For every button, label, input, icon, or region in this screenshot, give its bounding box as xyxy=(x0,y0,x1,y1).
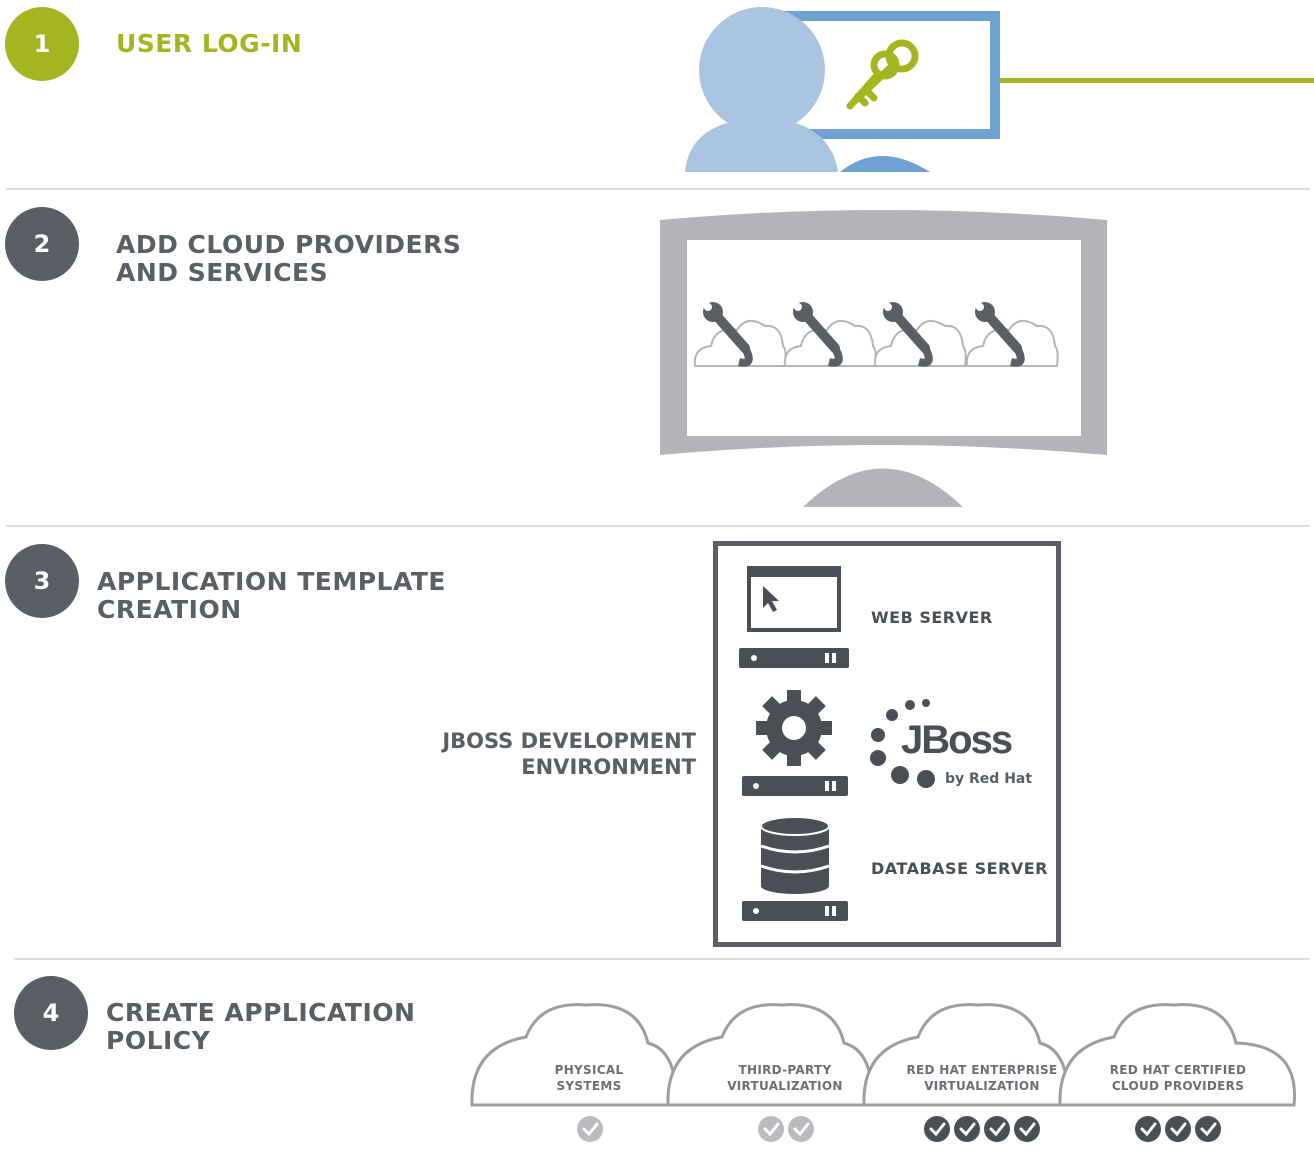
step-3-number: 3 xyxy=(5,544,79,618)
step-2-title-line2: AND SERVICES xyxy=(116,258,329,287)
cloud-label-rh-certified-line2: CLOUD PROVIDERS xyxy=(1111,1079,1245,1093)
jboss-logo-tagline: by Red Hat xyxy=(945,771,1033,787)
services-monitor-stand xyxy=(803,468,963,507)
cloud-physical-systems xyxy=(470,1003,678,1107)
cloud-label-physical-line2: SYSTEMS xyxy=(556,1079,622,1093)
cloud-label-third-party: THIRD-PARTY VIRTUALIZATION xyxy=(710,1062,860,1094)
gear-icon xyxy=(756,690,832,766)
web-server-label: WEB SERVER xyxy=(871,608,993,627)
cloud-label-physical-line1: PHYSICAL xyxy=(554,1063,624,1077)
server-rack-icon xyxy=(742,776,848,796)
step-3-title: APPLICATION TEMPLATE CREATION xyxy=(97,568,446,624)
jboss-environment-label: JBOSS DEVELOPMENT ENVIRONMENT xyxy=(430,728,696,780)
jboss-dots-icon xyxy=(870,699,935,788)
cloud-label-rh-enterprise: RED HAT ENTERPRISE VIRTUALIZATION xyxy=(897,1062,1067,1094)
check-circle-icon xyxy=(758,1116,784,1142)
user-head xyxy=(699,7,825,133)
check-circle-icon xyxy=(1165,1116,1191,1142)
wrench-cloud-icon xyxy=(783,302,877,367)
database-icon xyxy=(760,816,830,894)
jboss-environment-line1: JBOSS DEVELOPMENT xyxy=(442,729,696,753)
server-rack-icon xyxy=(739,648,849,668)
cloud-label-third-party-line2: VIRTUALIZATION xyxy=(727,1079,843,1093)
step-3-title-line2: CREATION xyxy=(97,595,242,624)
jboss-environment-line2: ENVIRONMENT xyxy=(521,755,696,779)
key-icon xyxy=(846,39,919,110)
wrench-cloud-icon xyxy=(965,302,1059,367)
step-4-title-line1: CREATE APPLICATION xyxy=(106,998,416,1027)
support-check-marks xyxy=(577,1116,1221,1142)
database-server-label: DATABASE SERVER xyxy=(871,859,1048,878)
cloud-label-third-party-line1: THIRD-PARTY xyxy=(738,1063,832,1077)
user-body xyxy=(685,118,838,172)
check-circle-icon xyxy=(577,1116,603,1142)
login-monitor-stand xyxy=(840,156,930,172)
cloud-label-physical: PHYSICAL SYSTEMS xyxy=(519,1062,659,1094)
wrench-cloud-icon xyxy=(873,302,967,367)
cloud-label-rh-certified-line1: RED HAT CERTIFIED xyxy=(1109,1063,1247,1077)
step-1-number: 1 xyxy=(5,7,79,81)
cloud-services-monitor xyxy=(660,210,1107,507)
check-circle-icon xyxy=(954,1116,980,1142)
browser-window-icon xyxy=(747,566,841,632)
step-1-title: USER LOG-IN xyxy=(116,30,302,58)
step-2-title: ADD CLOUD PROVIDERS AND SERVICES xyxy=(116,231,461,287)
policy-clouds xyxy=(470,1003,1297,1107)
login-connector-line xyxy=(1000,78,1314,83)
service-clouds xyxy=(693,302,1059,367)
cloud-label-rh-certified: RED HAT CERTIFIED CLOUD PROVIDERS xyxy=(1098,1062,1258,1094)
divider-1 xyxy=(6,188,1310,190)
wrench-cloud-icon xyxy=(693,302,787,367)
server-rack-icon xyxy=(742,901,848,921)
divider-2 xyxy=(6,525,1310,527)
step-4-number: 4 xyxy=(14,976,88,1050)
cloud-label-rh-enterprise-line2: VIRTUALIZATION xyxy=(924,1079,1040,1093)
template-server-icons xyxy=(739,566,849,921)
cloud-third-party-virtualization xyxy=(666,1003,874,1107)
check-circle-icon xyxy=(1014,1116,1040,1142)
step-1-title-line1: USER LOG-IN xyxy=(116,29,303,58)
check-circle-icon xyxy=(788,1116,814,1142)
step-4-title: CREATE APPLICATION POLICY xyxy=(106,999,415,1055)
divider-3 xyxy=(14,958,1310,960)
user-login-illustration xyxy=(685,7,1314,172)
jboss-logo-text: JBoss xyxy=(901,718,1013,762)
step-3-title-line1: APPLICATION TEMPLATE xyxy=(97,567,447,596)
check-circle-icon xyxy=(984,1116,1010,1142)
cloud-label-rh-enterprise-line1: RED HAT ENTERPRISE xyxy=(906,1063,1058,1077)
step-4-title-line2: POLICY xyxy=(106,1026,211,1055)
cloud-rh-certified-providers xyxy=(1058,1003,1297,1107)
step-2-number: 2 xyxy=(5,207,79,281)
check-circle-icon xyxy=(924,1116,950,1142)
check-circle-icon xyxy=(1135,1116,1161,1142)
cloud-rh-enterprise-virtualization xyxy=(862,1003,1070,1107)
step-2-title-line1: ADD CLOUD PROVIDERS xyxy=(116,230,462,259)
check-circle-icon xyxy=(1195,1116,1221,1142)
